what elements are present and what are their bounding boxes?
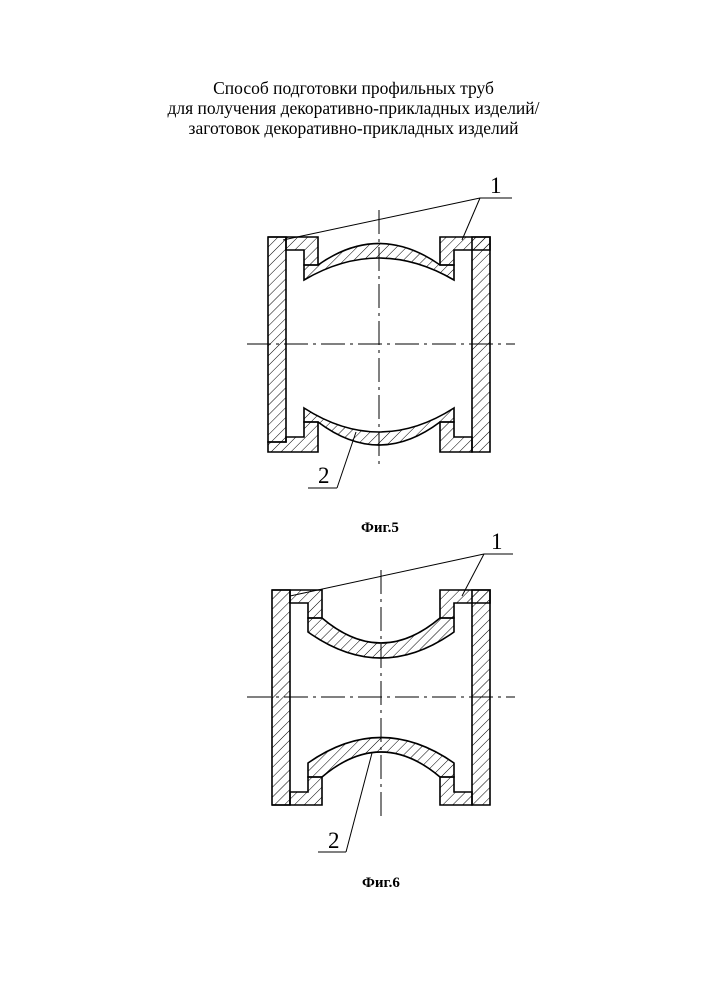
bottom-right-flange — [440, 422, 472, 452]
figure-caption: Фиг.5 — [361, 520, 399, 536]
leader-line-1a — [283, 198, 480, 240]
figure-caption: Фиг.6 — [362, 875, 400, 891]
label-2: 2 — [328, 828, 340, 853]
leader-line-2 — [346, 753, 372, 852]
leader-line-2 — [337, 432, 356, 488]
label-1: 1 — [490, 173, 502, 198]
bottom-right-flange — [440, 777, 472, 805]
figure-5: 1 2 Фиг.5 — [247, 173, 515, 536]
label-1: 1 — [491, 529, 503, 554]
leader-line-1b — [462, 198, 480, 240]
figure-6: 1 2 Фиг.6 — [247, 529, 515, 891]
label-2: 2 — [318, 463, 330, 488]
left-wall-section — [268, 237, 286, 442]
